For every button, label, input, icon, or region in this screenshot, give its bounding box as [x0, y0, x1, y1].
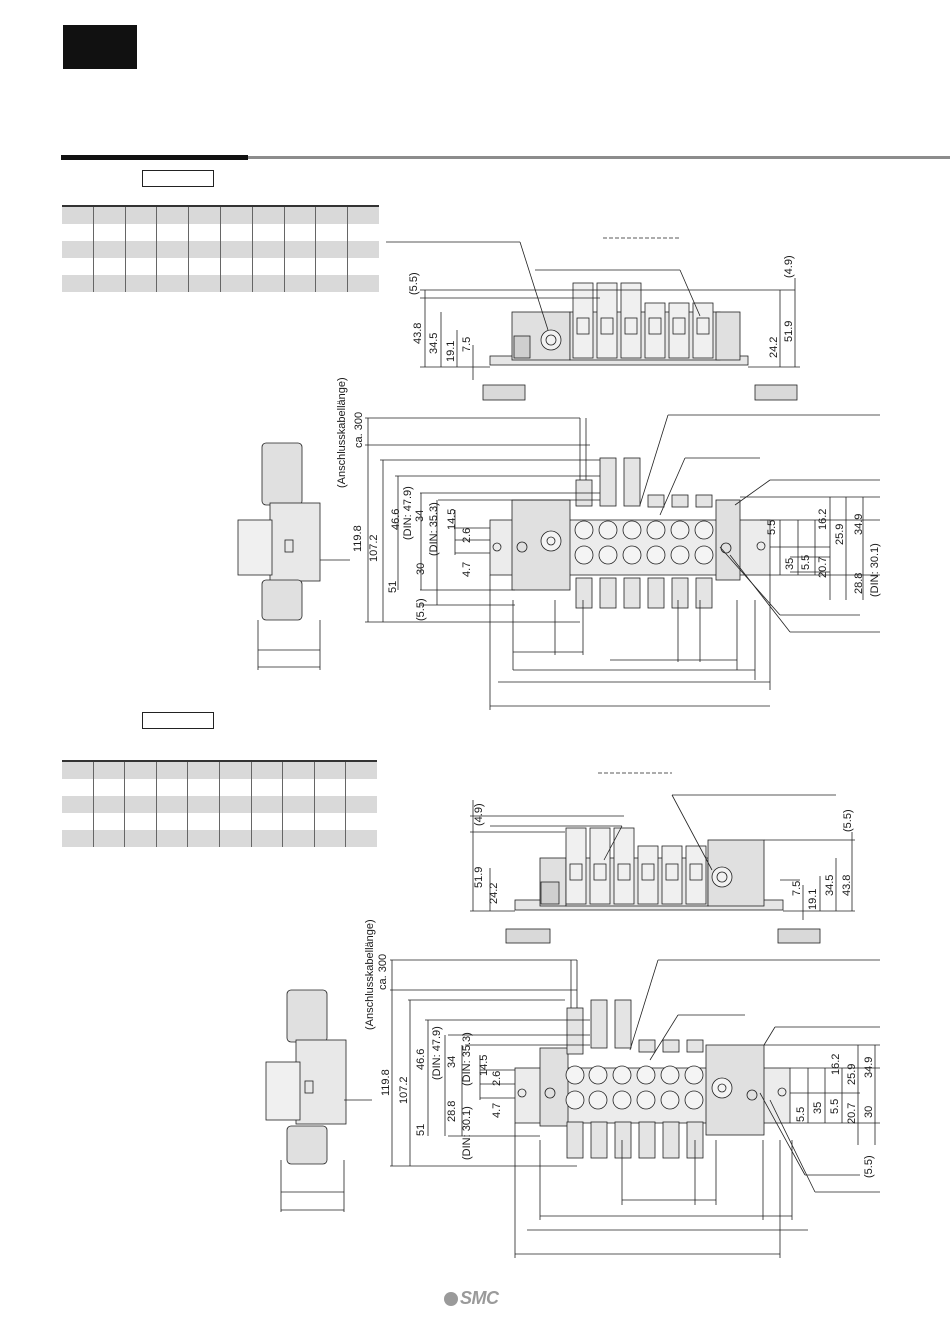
d1-46-6: 46.6	[390, 509, 402, 530]
d1-107-2: 107.2	[368, 534, 380, 562]
drawing1-side-view	[237, 442, 350, 670]
drawing2-side-view	[265, 989, 372, 1212]
d2-ca300: ca. 300	[377, 954, 389, 990]
d1-front-4-9: (4.9)	[783, 255, 795, 278]
header-rule-dark	[61, 155, 248, 160]
d1-25-9: 25.9	[834, 524, 846, 545]
drawing2-plan-view	[390, 959, 880, 1258]
d1-5-5-paren: (5.5)	[415, 598, 427, 621]
d1-20-7: 20.7	[817, 557, 829, 578]
d1-16-2: 16.2	[817, 509, 829, 530]
d1-2-6: 2.6	[461, 528, 473, 543]
d1-34: 34	[414, 510, 426, 522]
d2-5-5-a: 5.5	[795, 1107, 807, 1122]
d2-51: 51	[415, 1124, 427, 1136]
d2-front-34-5: 34.5	[824, 875, 836, 896]
d2-din30-1: (DIN: 30.1)	[461, 1106, 473, 1160]
d2-front-51-9: 51.9	[473, 867, 485, 888]
d2-34-9: 34.9	[863, 1057, 875, 1078]
d1-front-7-5: 7.5	[461, 337, 473, 352]
smc-logo-mark-icon	[444, 1292, 458, 1306]
section1-dimension-table	[62, 205, 379, 292]
d1-30: 30	[415, 563, 427, 575]
d1-din47-9: (DIN: 47.9)	[402, 486, 414, 540]
d2-28-8: 28.8	[446, 1101, 458, 1122]
d2-front-5-5: (5.5)	[842, 809, 854, 832]
section1-label-box	[142, 170, 214, 187]
d1-ca300: ca. 300	[353, 412, 365, 448]
d1-front-51-9: 51.9	[783, 321, 795, 342]
d1-front-34-5: 34.5	[428, 333, 440, 354]
d2-46-6: 46.6	[415, 1049, 427, 1070]
smc-logo: SMC	[444, 1288, 499, 1309]
d2-20-7: 20.7	[846, 1103, 858, 1124]
d1-din30-1: (DIN: 30.1)	[869, 543, 881, 597]
d2-din47-9: (DIN: 47.9)	[431, 1026, 443, 1080]
d1-4-7: 4.7	[461, 562, 473, 577]
section-tab-black	[63, 25, 137, 69]
d2-34: 34	[446, 1056, 458, 1068]
d1-119-8: 119.8	[352, 525, 364, 552]
d1-51: 51	[387, 581, 399, 593]
d1-28-8: 28.8	[853, 573, 865, 594]
d2-5-5-b: 5.5	[829, 1099, 841, 1114]
drawing1-plan-view	[365, 414, 880, 710]
d2-107-2: 107.2	[398, 1076, 410, 1104]
d2-front-7-5: 7.5	[791, 881, 803, 896]
d2-4-7: 4.7	[491, 1103, 503, 1118]
d2-2-6: 2.6	[491, 1071, 503, 1086]
d1-34-9: 34.9	[853, 514, 865, 535]
d2-front-24-2: 24.2	[488, 883, 500, 904]
section2-label-box	[142, 712, 214, 729]
d2-din35-3: (DIN: 35.3)	[461, 1032, 473, 1086]
d1-35: 35	[784, 558, 796, 570]
d1-front-24-2: 24.2	[768, 337, 780, 358]
drawing1-front-view	[386, 237, 800, 401]
d2-30: 30	[863, 1106, 875, 1118]
d1-front-5-5: (5.5)	[408, 272, 420, 295]
d1-5-5-right-a: 5.5	[766, 520, 778, 535]
header-rule-grey	[248, 156, 950, 159]
d2-cable-length: (Anschlusskabellänge)	[364, 919, 376, 1030]
smc-logo-text: SMC	[460, 1288, 499, 1308]
d1-14-5: 14.5	[446, 509, 458, 530]
d1-front-19-1: 19.1	[445, 341, 457, 362]
d2-front-19-1: 19.1	[807, 889, 819, 910]
drawing2-front-view	[470, 772, 855, 944]
section2-dimension-table	[62, 760, 377, 847]
d2-25-9: 25.9	[846, 1064, 858, 1085]
d2-5-5-paren: (5.5)	[863, 1155, 875, 1178]
d1-din35-3: (DIN: 35.3)	[428, 502, 440, 556]
d2-35: 35	[812, 1102, 824, 1114]
d2-119-8: 119.8	[380, 1069, 392, 1096]
d2-16-2: 16.2	[830, 1054, 842, 1075]
d2-14-5: 14.5	[478, 1055, 490, 1076]
d1-cable-length: (Anschlusskabellänge)	[336, 377, 348, 488]
d1-front-43-8: 43.8	[412, 323, 424, 344]
d2-front-43-8: 43.8	[841, 875, 853, 896]
d2-front-4-9: (4.9)	[473, 803, 485, 826]
d1-5-5-right-b: 5.5	[800, 555, 812, 570]
